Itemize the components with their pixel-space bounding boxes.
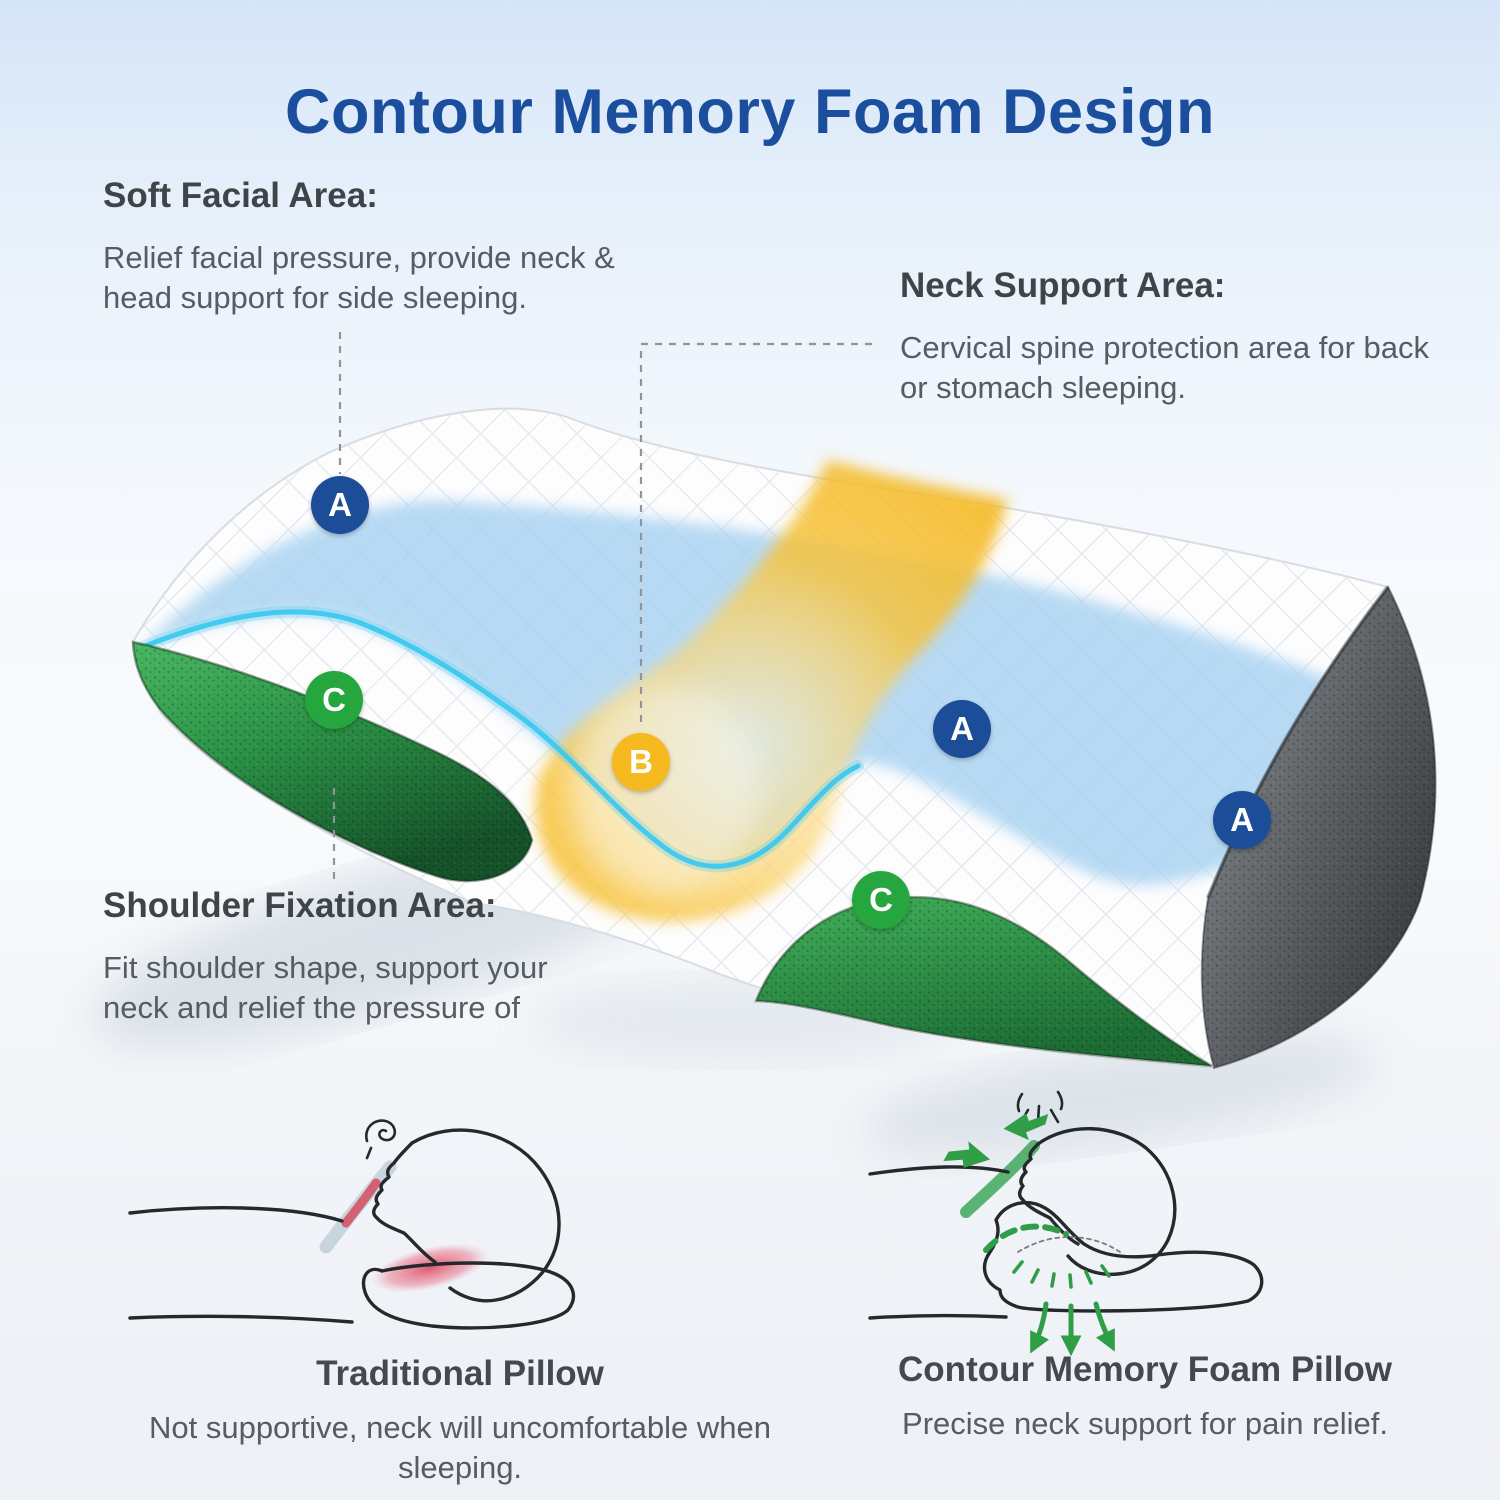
- zone-badge-facial-3: A: [1213, 791, 1271, 849]
- compression-arrows-icon: [943, 1113, 1049, 1168]
- traditional-pillow-body: Not supportive, neck will uncomfortable …: [148, 1410, 772, 1486]
- body-line: [868, 1165, 1010, 1176]
- caption-contour-pillow: Contour Memory Foam Pillow Precise neck …: [825, 1350, 1465, 1444]
- pillow-contour-dotted: [1017, 1236, 1121, 1253]
- flat-pillow-outline: [361, 1261, 576, 1330]
- yellow-zone-highlight: [570, 685, 760, 895]
- neck-support-body: Cervical spine protection area for back …: [900, 330, 1429, 405]
- pressure-highlight: [371, 1243, 489, 1293]
- callout-shoulder-fixation: Shoulder Fixation Area: Fit shoulder sha…: [103, 886, 663, 1027]
- contour-pillow-body: Precise neck support for pain relief.: [902, 1406, 1388, 1441]
- head-outline: [410, 1128, 561, 1303]
- neck-pressure-line: [341, 1178, 381, 1228]
- support-arrows-icon: [1030, 1301, 1115, 1357]
- soft-facial-heading: Soft Facial Area:: [103, 176, 378, 215]
- zone-badge-shoulder-1: C: [305, 671, 363, 729]
- face-profile: [1017, 1142, 1080, 1246]
- connector-lines: [332, 332, 872, 884]
- zone-badge-facial-1: A: [311, 476, 369, 534]
- body-line-bottom: [128, 1314, 354, 1324]
- contour-line: [134, 605, 864, 873]
- zone-badge-shoulder-2: C: [852, 871, 910, 929]
- neck-support-heading: Neck Support Area:: [900, 266, 1226, 305]
- shoulder-fixation-body: Fit shoulder shape, support your neck an…: [103, 950, 548, 1025]
- support-dashed-arc: [983, 1223, 1069, 1253]
- traditional-pillow-sketch: [128, 1119, 576, 1330]
- page-title: Contour Memory Foam Design: [284, 77, 1216, 148]
- contour-pillow-outline: [982, 1200, 1264, 1313]
- body-line-bottom: [868, 1313, 1008, 1320]
- face-profile: [372, 1141, 437, 1264]
- caption-traditional-pillow: Traditional Pillow Not supportive, neck …: [140, 1354, 780, 1489]
- connector-neck-support: [639, 342, 872, 729]
- throat-support-band: [960, 1140, 1040, 1218]
- contour-pillow-title: Contour Memory Foam Pillow: [898, 1350, 1392, 1389]
- contour-pillow-sketch: [868, 1090, 1264, 1357]
- soft-facial-body: Relief facial pressure, provide neck & h…: [103, 240, 615, 315]
- zone-badge-neck: B: [612, 733, 670, 791]
- body-line: [128, 1206, 344, 1223]
- support-ticks: [1012, 1260, 1111, 1289]
- side-panel-gray: [1200, 585, 1437, 1070]
- snore-icon: [365, 1119, 397, 1160]
- callout-soft-facial: Soft Facial Area: Relief facial pressure…: [103, 176, 683, 317]
- shoulder-fixation-heading: Shoulder Fixation Area:: [103, 886, 497, 925]
- zone-badge-facial-2: A: [933, 700, 991, 758]
- traditional-pillow-title: Traditional Pillow: [316, 1354, 604, 1393]
- pillow-illustration: [131, 407, 1437, 1070]
- callout-neck-support: Neck Support Area: Cervical spine protec…: [900, 266, 1460, 407]
